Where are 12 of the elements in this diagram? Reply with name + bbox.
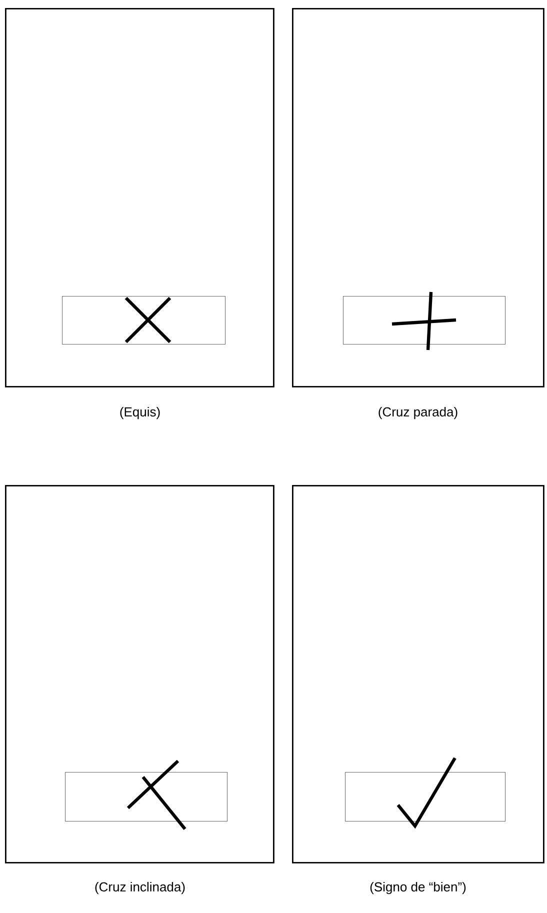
node-label: (Cruz parada) [378, 406, 458, 420]
node-label: (Cruz inclinada) [95, 882, 185, 894]
ballot-panel [292, 8, 544, 388]
answer-box [345, 772, 506, 822]
ballot-panel [292, 485, 544, 864]
answer-box [65, 772, 228, 822]
node-label: (Equis) [120, 406, 160, 420]
ballot-panel [5, 8, 274, 388]
answer-box [343, 296, 506, 344]
node-label: (Signo de “bien”) [370, 882, 466, 894]
ballot-panel [5, 485, 274, 864]
answer-box [62, 296, 226, 344]
